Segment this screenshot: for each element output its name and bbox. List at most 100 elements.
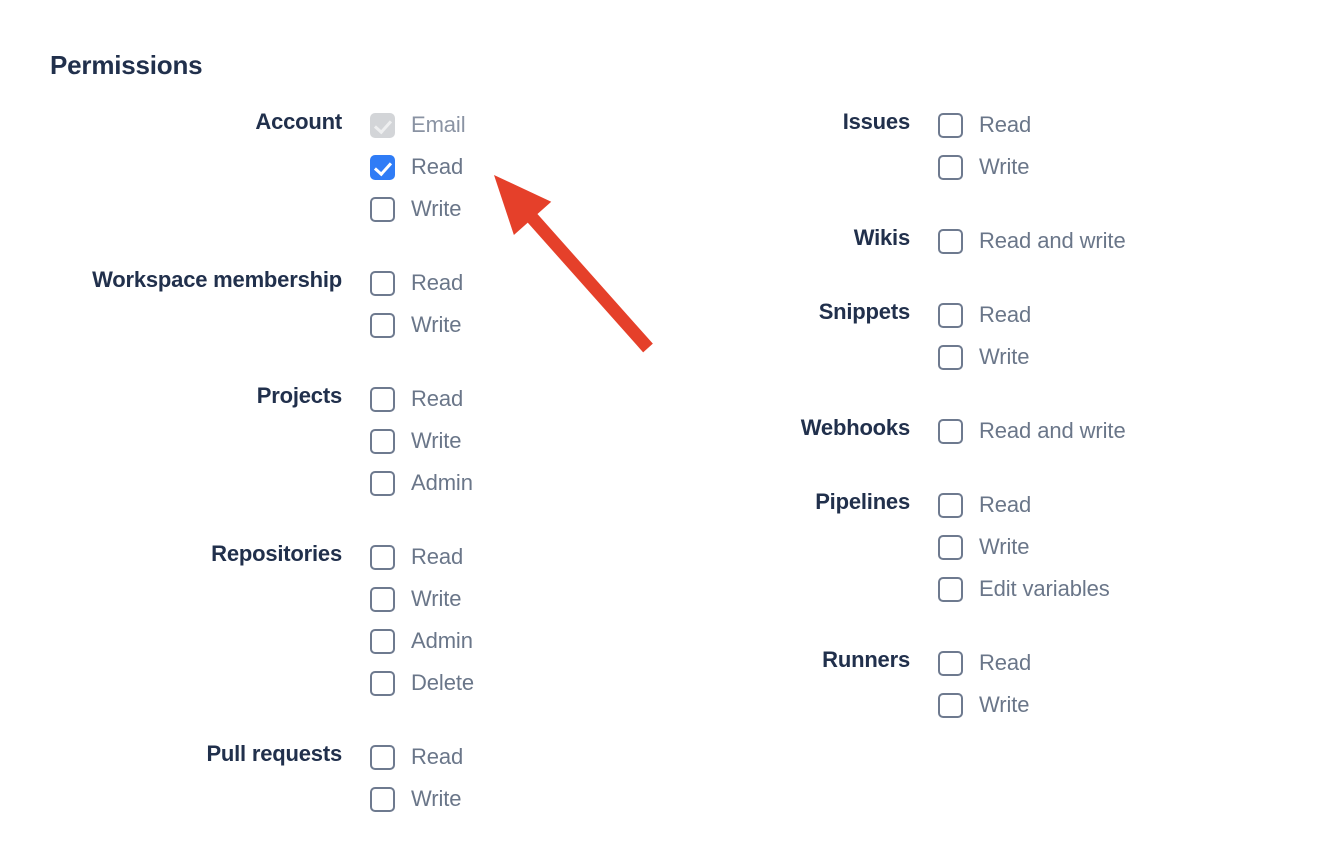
permission-option-snippets-read[interactable]: Read — [938, 294, 1031, 336]
checkbox-unchecked-icon[interactable] — [370, 270, 395, 296]
permission-option-webhooks-read-and-write[interactable]: Read and write — [938, 410, 1126, 452]
checkbox-checked-icon[interactable] — [370, 154, 395, 180]
checkbox-unchecked-icon[interactable] — [370, 428, 395, 454]
permission-option-label: Read — [979, 112, 1032, 137]
permission-option-account-email[interactable]: Email — [370, 104, 466, 146]
permission-option-label: Read — [411, 744, 464, 769]
checkbox-unchecked-icon[interactable] — [938, 692, 963, 718]
permission-option-issues-read[interactable]: Read — [938, 104, 1031, 146]
permission-group-label: Projects — [256, 383, 342, 408]
permission-option-repositories-write[interactable]: Write — [370, 578, 474, 620]
permission-option-label: Write — [411, 586, 462, 611]
checkbox-unchecked-icon[interactable] — [370, 544, 395, 570]
checkbox-unchecked-icon[interactable] — [938, 302, 963, 328]
permission-group-label: Account — [255, 109, 342, 134]
checkbox-unchecked-icon[interactable] — [938, 492, 963, 518]
checkbox-unchecked-icon[interactable] — [370, 628, 395, 654]
checkbox-unchecked-icon[interactable] — [938, 534, 963, 560]
permission-option-label: Write — [411, 196, 462, 221]
permission-option-label: Read — [979, 650, 1032, 675]
permission-option-pull-requests-read[interactable]: Read — [370, 736, 463, 778]
permission-option-label: Write — [979, 344, 1030, 369]
permission-option-label: Delete — [411, 670, 474, 695]
permission-option-pipelines-read[interactable]: Read — [938, 484, 1110, 526]
permission-option-pipelines-edit-variables[interactable]: Edit variables — [938, 568, 1110, 610]
permission-option-runners-write[interactable]: Write — [938, 684, 1031, 726]
permission-option-label: Write — [411, 312, 462, 337]
permission-option-list: Read and write — [910, 220, 1126, 262]
permission-group-label: Webhooks — [800, 415, 910, 440]
permission-option-projects-read[interactable]: Read — [370, 378, 473, 420]
page-title: Permissions — [50, 50, 203, 80]
permission-option-label: Write — [979, 692, 1030, 717]
checkbox-unchecked-icon[interactable] — [938, 418, 963, 444]
checkbox-checked-disabled-icon — [370, 112, 395, 138]
permission-option-repositories-delete[interactable]: Delete — [370, 662, 474, 704]
checkbox-unchecked-icon[interactable] — [938, 154, 963, 180]
permission-option-label: Read — [979, 302, 1032, 327]
permission-group-label: Wikis — [853, 225, 910, 250]
checkbox-unchecked-icon[interactable] — [938, 650, 963, 676]
permission-option-account-write[interactable]: Write — [370, 188, 466, 230]
permission-group-label: Workspace membership — [92, 267, 342, 292]
permission-group-label: Snippets — [818, 299, 911, 324]
permission-option-workspace-membership-read[interactable]: Read — [370, 262, 463, 304]
permission-group-webhooks: Webhooks Read and write — [660, 410, 1322, 452]
permission-option-projects-admin[interactable]: Admin — [370, 462, 473, 504]
checkbox-unchecked-icon[interactable] — [938, 576, 963, 602]
permission-option-label: Admin — [411, 470, 473, 495]
checkbox-unchecked-icon[interactable] — [370, 586, 395, 612]
checkbox-unchecked-icon[interactable] — [370, 670, 395, 696]
checkbox-unchecked-icon[interactable] — [370, 312, 395, 338]
permission-group-label: Runners — [822, 647, 910, 672]
permission-group-label: Issues — [842, 109, 910, 134]
permission-option-label: Read — [411, 544, 464, 569]
checkbox-unchecked-icon[interactable] — [938, 112, 963, 138]
permission-group-wikis: Wikis Read and write — [660, 220, 1322, 262]
checkbox-unchecked-icon[interactable] — [370, 786, 395, 812]
permission-group-label: Repositories — [211, 541, 342, 566]
permission-option-pull-requests-write[interactable]: Write — [370, 778, 463, 820]
permission-option-issues-write[interactable]: Write — [938, 146, 1031, 188]
checkbox-unchecked-icon[interactable] — [370, 386, 395, 412]
permission-option-label: Write — [979, 154, 1030, 179]
permission-option-label: Read and write — [979, 418, 1126, 443]
checkbox-unchecked-icon[interactable] — [370, 196, 395, 222]
checkbox-unchecked-icon[interactable] — [370, 744, 395, 770]
permission-option-snippets-write[interactable]: Write — [938, 336, 1031, 378]
permission-option-label: Write — [411, 786, 462, 811]
permission-option-repositories-admin[interactable]: Admin — [370, 620, 474, 662]
permission-option-label: Read — [411, 154, 464, 179]
permission-option-workspace-membership-write[interactable]: Write — [370, 304, 463, 346]
permission-option-label: Read — [979, 492, 1032, 517]
permission-option-wikis-read-and-write[interactable]: Read and write — [938, 220, 1126, 262]
permission-option-repositories-read[interactable]: Read — [370, 536, 474, 578]
permission-option-label: Admin — [411, 628, 473, 653]
permission-option-label: Write — [411, 428, 462, 453]
permission-option-pipelines-write[interactable]: Write — [938, 526, 1110, 568]
permission-option-runners-read[interactable]: Read — [938, 642, 1031, 684]
checkbox-unchecked-icon[interactable] — [938, 344, 963, 370]
permission-option-list: Read and write — [910, 410, 1126, 452]
permission-option-account-read[interactable]: Read — [370, 146, 466, 188]
checkbox-unchecked-icon[interactable] — [938, 228, 963, 254]
checkbox-unchecked-icon[interactable] — [370, 470, 395, 496]
permission-group-label: Pull requests — [206, 741, 342, 766]
permission-option-projects-write[interactable]: Write — [370, 420, 473, 462]
